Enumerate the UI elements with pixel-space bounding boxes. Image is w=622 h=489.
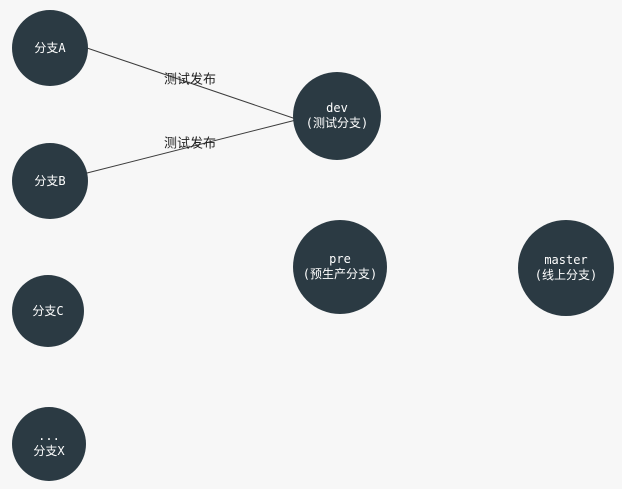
node-master-label: (线上分支) bbox=[534, 268, 598, 282]
node-dev-label: dev bbox=[326, 101, 348, 115]
node-branch-b-label: 分支B bbox=[34, 173, 66, 188]
edge-label-branch-b-to-dev: 测试发布 bbox=[163, 136, 217, 152]
edge-branch-a-to-dev bbox=[86, 47, 297, 120]
node-master[interactable]: master(线上分支) bbox=[518, 220, 614, 316]
edge-label-branch-a-to-dev: 测试发布 bbox=[163, 72, 217, 88]
edge-branch-b-to-dev bbox=[86, 119, 297, 174]
node-branch-x-label: 分支X bbox=[33, 444, 65, 458]
node-dev[interactable]: dev(测试分支) bbox=[293, 72, 381, 160]
node-branch-c-label: 分支C bbox=[32, 303, 64, 318]
node-master-label: master bbox=[544, 253, 588, 267]
node-pre[interactable]: pre(预生产分支) bbox=[293, 220, 387, 314]
node-branch-x[interactable]: ...分支X bbox=[12, 407, 86, 481]
node-dev-label: (测试分支) bbox=[305, 116, 369, 130]
node-pre-label: pre bbox=[329, 252, 351, 266]
node-branch-x-label: ... bbox=[38, 429, 60, 443]
node-pre-label: (预生产分支) bbox=[302, 267, 378, 281]
node-branch-a-label: 分支A bbox=[34, 40, 66, 55]
node-branch-b[interactable]: 分支B bbox=[12, 143, 88, 219]
node-branch-c[interactable]: 分支C bbox=[12, 275, 84, 347]
node-branch-a[interactable]: 分支A bbox=[12, 10, 88, 86]
